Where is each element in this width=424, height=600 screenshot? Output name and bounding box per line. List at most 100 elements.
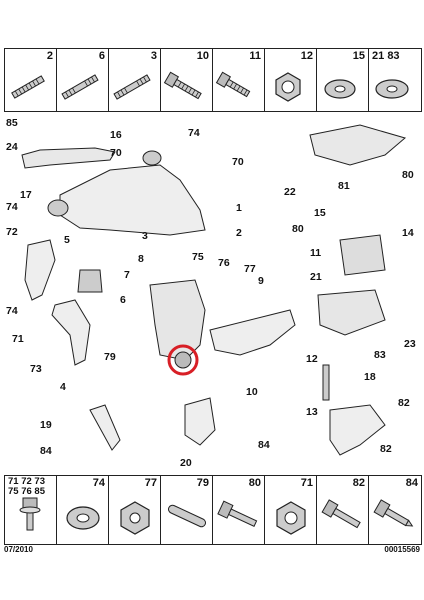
part-cell-2: 2 [5, 49, 57, 111]
callout-72: 72 [6, 226, 18, 238]
bolt-icon [321, 499, 361, 529]
part-cell-71b: 71 [265, 476, 317, 544]
footer-date: 07/2010 [4, 545, 33, 554]
part-cell-74: 74 [57, 476, 109, 544]
callout-82: 82 [398, 397, 410, 409]
threaded-stud [322, 364, 330, 401]
callout-9: 9 [258, 275, 264, 287]
callout-10: 10 [246, 386, 258, 398]
nut-icon [275, 72, 301, 102]
part-cell-77: 77 [109, 476, 161, 544]
callout-18: 18 [364, 371, 376, 383]
callout-70: 70 [110, 147, 122, 159]
callout-71: 71 [12, 333, 24, 345]
lower-mount-arm [329, 404, 386, 456]
mount-base [317, 289, 386, 336]
part-number: 79 [196, 477, 209, 489]
washer-icon [66, 506, 100, 530]
washer-icon [375, 79, 409, 99]
bolt-icon [215, 71, 251, 98]
exploded-diagram: 85 24 16 74 70 70 17 74 1 72 5 3 2 7 8 7… [6, 117, 416, 469]
part-number: 10 [196, 50, 209, 62]
callout-24: 24 [6, 141, 18, 153]
callout-14: 14 [402, 227, 414, 239]
strap [89, 404, 121, 451]
callout-75: 75 [192, 251, 204, 263]
part-number: 21 83 [372, 50, 400, 62]
part-cell-71-85: 71 72 73 75 76 85 [5, 476, 57, 544]
highlight-ring [167, 344, 199, 376]
callout-74: 74 [188, 127, 200, 139]
callout-2: 2 [236, 227, 242, 239]
hydraulic-mount [339, 234, 386, 276]
part-cell-3: 3 [109, 49, 161, 111]
part-number: 77 [144, 477, 157, 489]
part-number: 12 [300, 50, 313, 62]
callout-12: 12 [306, 353, 318, 365]
part-cell-79: 79 [161, 476, 213, 544]
washer-icon [324, 79, 356, 99]
engine-support-beam [59, 164, 206, 236]
callout-79: 79 [104, 351, 116, 363]
part-number: 6 [98, 50, 105, 62]
rubber-block-mount [77, 269, 103, 293]
upper-rubber-mount [142, 150, 162, 166]
part-number: 71 72 73 75 76 85 [8, 476, 45, 497]
part-cell-15: 15 [317, 49, 369, 111]
stud-icon [113, 74, 151, 100]
bolt-icon [163, 71, 202, 100]
callout-13: 13 [306, 406, 318, 418]
callout-8: 8 [138, 253, 144, 265]
callout-85: 85 [6, 117, 18, 129]
callout-83: 83 [374, 349, 386, 361]
part-cell-12: 12 [265, 49, 317, 111]
part-cell-11: 11 [213, 49, 265, 111]
nut-icon [120, 501, 150, 535]
lower-arm [51, 299, 91, 366]
engine-mount-bracket [149, 279, 206, 361]
callout-19: 19 [40, 419, 52, 431]
callout-7: 7 [124, 269, 130, 281]
top-parts-strip: 2 6 3 10 [4, 48, 422, 112]
callout-15: 15 [314, 207, 326, 219]
rubber-mount [47, 199, 69, 217]
torque-link [209, 309, 296, 356]
callout-23: 23 [404, 338, 416, 350]
callout-4: 4 [60, 381, 66, 393]
callout-70b: 70 [232, 156, 244, 168]
callout-76: 76 [218, 257, 230, 269]
callout-82b: 82 [380, 443, 392, 455]
callout-84: 84 [40, 445, 52, 457]
callout-74c: 74 [6, 305, 18, 317]
part-number: 3 [150, 50, 157, 62]
callout-74b: 74 [6, 201, 18, 213]
part-number: 11 [249, 50, 261, 62]
callout-5: 5 [64, 234, 70, 246]
part-cell-6: 6 [57, 49, 109, 111]
callout-3: 3 [142, 230, 148, 242]
callout-81: 81 [338, 180, 350, 192]
part-cell-84: 84 [369, 476, 421, 544]
stud-icon [61, 74, 99, 100]
callout-16: 16 [110, 129, 122, 141]
part-number: 74 [92, 477, 105, 489]
callout-77: 77 [244, 263, 256, 275]
upper-support-plate [309, 124, 407, 166]
callout-84b: 84 [258, 439, 270, 451]
flange-bolt-icon [217, 500, 258, 527]
small-bracket [184, 397, 216, 446]
callout-73: 73 [30, 363, 42, 375]
part-number: 82 [352, 477, 365, 489]
flange-nut-icon [276, 501, 306, 535]
long-stud-icon [11, 75, 45, 99]
screw-icon [373, 499, 414, 527]
callout-1: 1 [236, 202, 242, 214]
bolt-washer-icon [19, 497, 41, 531]
callout-22: 22 [284, 186, 296, 198]
part-number: 80 [248, 477, 261, 489]
callout-20: 20 [180, 457, 192, 469]
callout-21: 21 [310, 271, 322, 283]
left-bracket [24, 239, 56, 301]
part-cell-21-83: 21 83 [369, 49, 421, 111]
part-cell-80: 80 [213, 476, 265, 544]
